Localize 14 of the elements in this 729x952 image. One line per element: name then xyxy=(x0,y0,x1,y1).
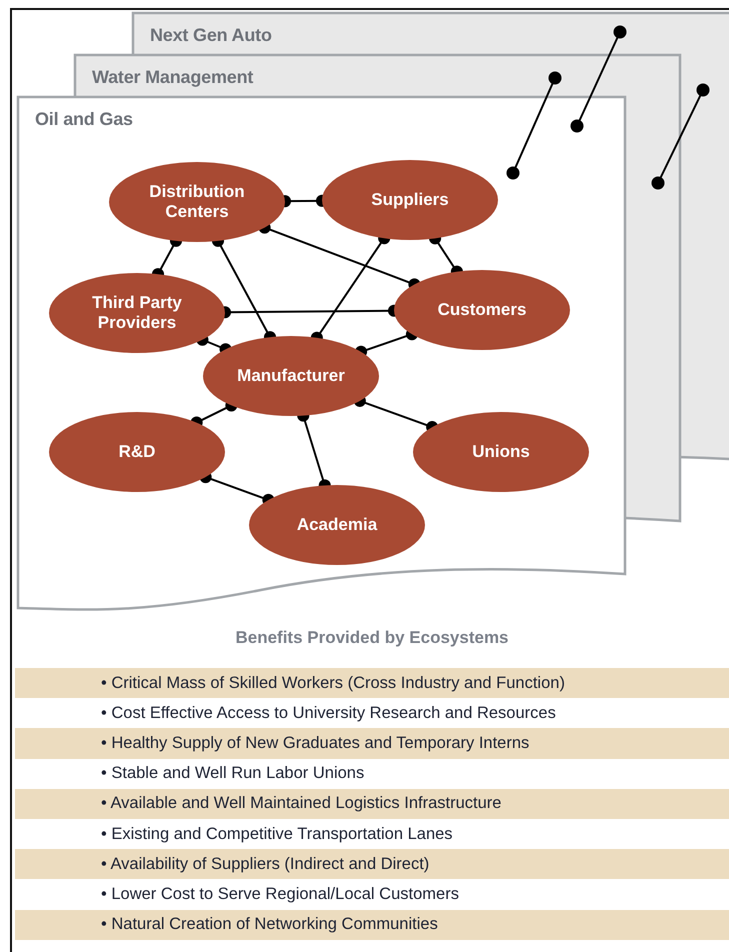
sheet-title: Oil and Gas xyxy=(35,109,133,130)
benefit-item: • Stable and Well Run Labor Unions xyxy=(101,764,364,784)
benefit-item: • Existing and Competitive Transportation Lanes xyxy=(101,824,453,844)
benefit-item: • Natural Creation of Networking Communities xyxy=(101,915,438,934)
benefit-item: • Lower Cost to Serve Regional/Local Customers xyxy=(101,884,459,904)
benefit-item: • Cost Effective Access to University Research and Resources xyxy=(101,704,556,723)
connector-line xyxy=(355,328,418,358)
sheet-title: Next Gen Auto xyxy=(150,25,272,46)
benefit-item: • Healthy Supply of New Graduates and Temporary Interns xyxy=(101,734,530,753)
benefit-item: • Critical Mass of Skilled Workers (Cross Industry and Function) xyxy=(101,674,565,693)
benefit-item: • Available and Well Maintained Logistics Infrastructure xyxy=(101,794,502,814)
section-heading: Benefits Provided by Ecosystems xyxy=(235,628,509,647)
sheet-title: Water Management xyxy=(92,67,254,88)
benefit-item: • Availability of Suppliers (Indirect and Direct) xyxy=(101,854,430,874)
